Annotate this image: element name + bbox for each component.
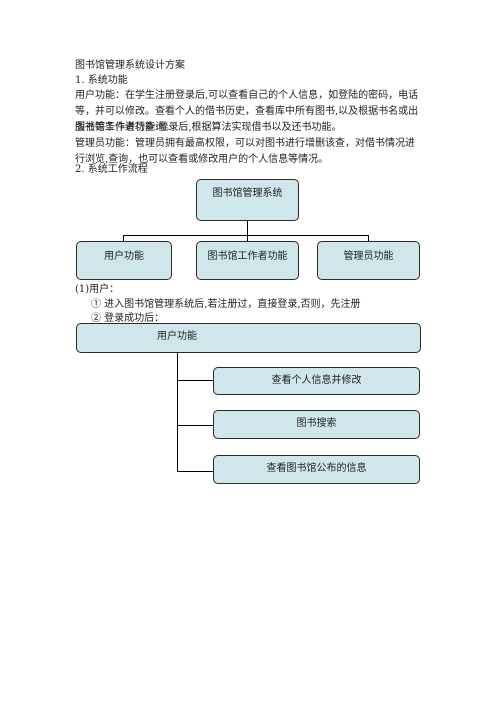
system-root-label: 图书馆管理系统 [212,188,283,199]
user-root-label: 用户功能 [157,331,197,342]
connector-line [247,235,248,241]
connector-line [123,235,368,236]
connector-line [247,221,248,235]
library-notices-label: 查看图书馆公布的信息 [266,463,367,474]
admin-functions-box: 管理员功能 [317,241,420,280]
view-profile-label: 查看个人信息并修改 [271,375,362,386]
worker-functions-box: 图书馆工作者功能 [196,241,299,280]
book-search-box: 图书搜索 [213,410,420,439]
admin-functions-label: 管理员功能 [343,251,394,262]
para-admin-functions: 管理员功能：管理员拥有最高权限，可以对图书进行增删该查，对借书情况进行浏览,查询… [75,138,415,165]
user-subheading: (1)用户： [75,284,120,295]
doc-title: 图书馆管理系统设计方案 [75,60,185,71]
para-worker-functions: 图书馆工作者功能:登录后,根据算法实现借书以及还书功能。 [75,122,342,133]
worker-functions-label: 图书馆工作者功能 [207,251,288,262]
user-functions-label: 用户功能 [104,251,144,262]
section2-heading: 2. 系统工作流程 [75,164,148,175]
system-root-box: 图书馆管理系统 [196,179,299,221]
user-root-box: 用户功能 [76,323,421,353]
user-functions-box: 用户功能 [76,241,172,280]
book-search-label: 图书搜索 [296,418,337,429]
view-profile-box: 查看个人信息并修改 [213,367,420,395]
para-user-functions: 用户功能：在学生注册登录后,可以查看自己的个人信息，如登陆的密码，电话等，并可以… [75,90,419,133]
connector-line [177,425,213,426]
step-1: ① 进入图书馆管理系统后,若注册过，直接登录,否则，先注册 [91,299,361,310]
connector-line [123,235,124,241]
connector-line [368,235,369,241]
library-notices-box: 查看图书馆公布的信息 [213,455,420,484]
connector-line [177,471,213,472]
connector-line [177,380,213,381]
connector-line [177,353,178,472]
step-2: ② 登录成功后： [91,313,165,324]
section1-heading: 1. 系统功能 [75,75,128,86]
